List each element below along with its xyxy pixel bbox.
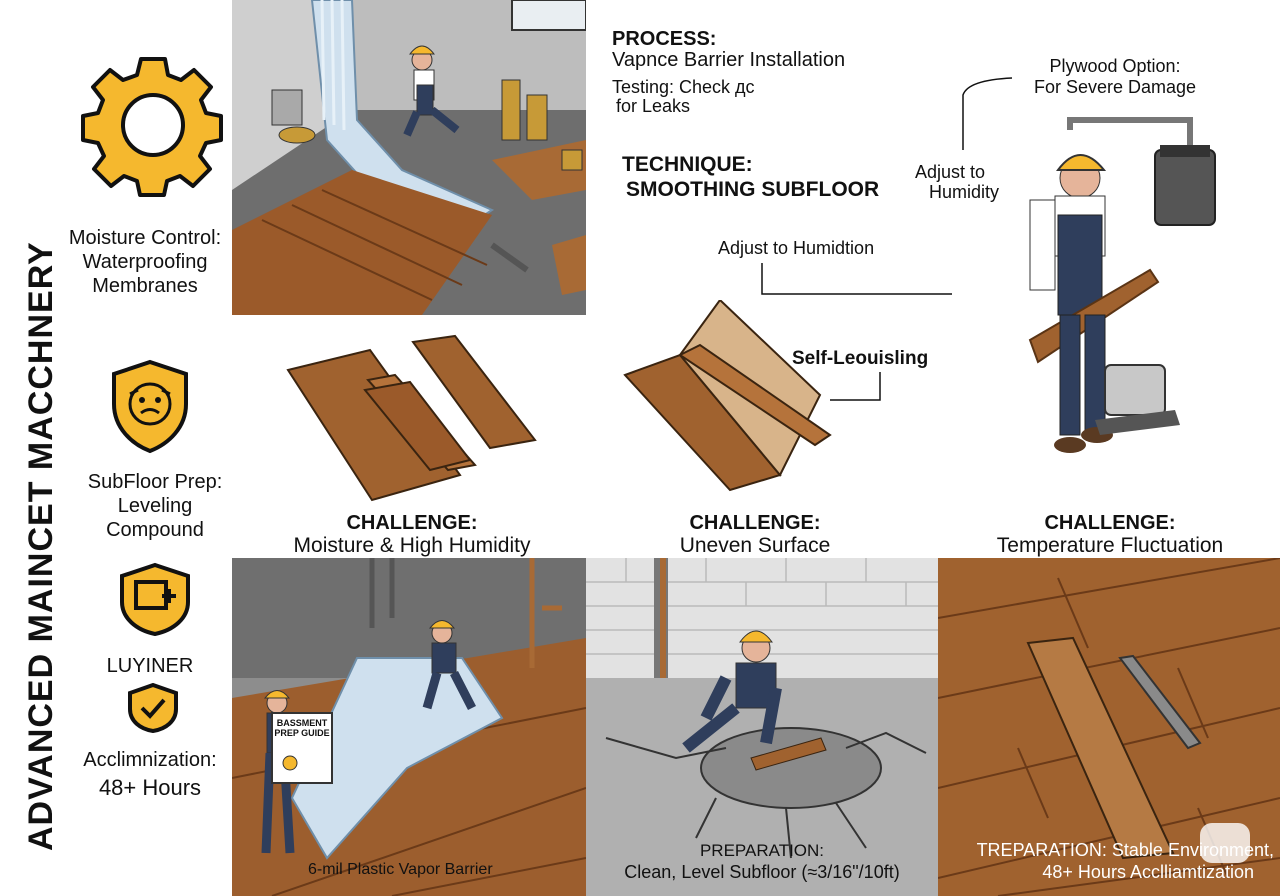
shield-icon — [108, 358, 192, 454]
challenge-moisture-sub: Moisture & High Humidity — [293, 534, 531, 557]
vapor-barrier-label: 6-mil Plastic Vapor Barrier — [308, 861, 493, 878]
technique-title: TECHNIQUE: — [622, 153, 753, 176]
challenge-temperature-sub: Temperature Fluctuation — [996, 534, 1224, 557]
adjust-humidtion: Adjust to Humidtion — [718, 238, 875, 258]
testing-line2: for Leaks — [616, 96, 691, 116]
moisture-title: Moisture Control: — [68, 227, 222, 249]
acclimatization-label: Acclimnization: 48+ Hours — [60, 748, 240, 800]
moisture-sub1: Waterproofing — [82, 251, 208, 273]
challenge-moisture-title: CHALLENGE: — [346, 512, 478, 534]
luyiner-label: LUYINER — [106, 655, 194, 677]
trep-line2: 48+ Hours Acclliamtization — [1042, 862, 1254, 882]
subfloor-prep-label: SubFloor Prep: Leveling Compound — [65, 470, 245, 542]
trep-line1: TREPARATION: Stable Environment, — [976, 840, 1274, 860]
subfloor-sub1: Leveling — [117, 495, 193, 517]
vapor-barrier-panel — [232, 558, 586, 896]
technique-sub: SMOOTHING SUBFLOOR — [626, 178, 880, 201]
challenge-uneven-title: CHALLENGE: — [689, 512, 821, 534]
moisture-sub2: Membranes — [92, 275, 198, 297]
self-leveling-label: Self-Leouisling — [792, 348, 929, 369]
acclim-title: Acclimnization: — [83, 749, 217, 771]
subfloor-prep-panel — [586, 558, 938, 896]
sign-guide-text: BASSMENT PREP GUIDE — [274, 718, 330, 738]
side-title: ADVANCED MAINCET MACCHNERY — [22, 241, 60, 851]
plywood-option: Plywood Option: For Severe Damage — [1000, 56, 1230, 98]
testing-line1: Testing: Check дc — [612, 77, 755, 97]
adjust-right1: Adjust to — [915, 162, 986, 182]
adjust-right2: Humidity — [929, 182, 1000, 202]
challenge-temperature-title: CHALLENGE: — [1044, 512, 1176, 534]
membrane-install-panel — [232, 0, 586, 315]
plywood-line1: Plywood Option: — [1049, 56, 1181, 76]
prep-sub: Clean, Level Subfloor (≈3/16"/10ft) — [624, 862, 900, 882]
challenge-uneven: CHALLENGE: Uneven Surface — [620, 512, 890, 558]
prep-label: PREPARATION: Clean, Level Subfloor (≈3/1… — [586, 841, 938, 883]
prep-title: PREPARATION: — [699, 841, 825, 860]
plywood-line2: For Severe Damage — [1033, 77, 1197, 97]
subfloor-sub2: Compound — [106, 519, 204, 541]
checkmark-shield-icon — [126, 683, 180, 733]
acclim-sub: 48+ Hours — [98, 775, 202, 800]
self-leveling-illustration — [620, 300, 840, 500]
subfloor-title: SubFloor Prep: — [87, 471, 223, 493]
challenge-temperature: CHALLENGE: Temperature Fluctuation — [960, 512, 1260, 558]
acclimatization-panel — [938, 558, 1280, 896]
plank-worker-illustration — [1000, 100, 1240, 480]
planks-illustration — [280, 330, 580, 510]
process-title: PROCESS: — [612, 28, 717, 50]
challenge-uneven-sub: Uneven Surface — [679, 534, 831, 557]
leveler-icon — [118, 562, 192, 636]
moisture-control-label: Moisture Control: Waterproofing Membrane… — [55, 226, 235, 298]
adjust-humidity-right: Adjust to Humidity — [915, 162, 999, 202]
trep-label: TREPARATION: Stable Environment, 48+ Hou… — [944, 839, 1274, 883]
process-sub: Vapnce Barrier Installation — [612, 49, 846, 71]
gear-icon — [78, 50, 228, 200]
challenge-moisture: CHALLENGE: Moisture & High Humidity — [262, 512, 562, 558]
